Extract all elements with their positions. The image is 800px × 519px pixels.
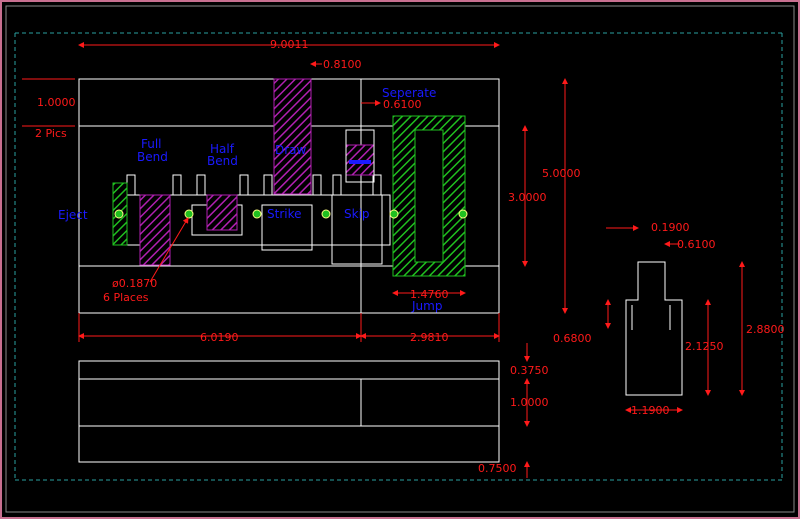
label-jump: Jump [411,299,442,313]
dim-detail-b: 0.6100 [677,238,716,251]
inner-border [5,5,795,513]
full-bend-part [139,194,171,266]
dim-side-mid: 1.0000 [510,396,549,409]
dim-jump-width: 1.4760 [410,288,449,301]
detail-part-outline [625,261,683,396]
label-strike: Strike [267,207,302,221]
label-half-bend-2: Bend [207,154,238,168]
dim-detail-d: 2.1250 [685,340,724,353]
dim-upper-count: 2 Pics [35,127,67,140]
label-eject: Eject [58,208,88,222]
dim-overall-height: 5.0000 [542,167,581,180]
dim-right-section: 2.9810 [410,331,449,344]
dim-detail-a: 0.1900 [651,221,690,234]
jump-part [392,115,466,277]
pilot-holes [114,209,468,219]
dim-left-section: 6.0190 [200,331,239,344]
dim-separate-slot: 0.6100 [383,98,422,111]
side-view [78,360,500,463]
label-draw: Draw [275,143,307,157]
label-skip: Skip [344,207,370,221]
dim-detail-c: 0.6800 [553,332,592,345]
hole-leader [149,217,189,283]
dim-upper-height: 1.0000 [37,96,76,109]
half-bend-part [206,194,238,231]
dim-hole-dia: ø0.1870 [112,277,157,290]
draw-part [273,78,312,195]
dim-overall-width: 9.0011 [270,38,309,51]
dim-detail-e: 2.8800 [746,323,785,336]
dim-side-bot: 0.7500 [478,462,517,475]
dim-detail-f: 1.1900 [631,404,670,417]
label-full-bend-1: Full [141,137,162,151]
separate-slot-outline [345,129,375,183]
label-separate: Seperate [382,86,436,100]
label-half-bend-1: Half [210,142,235,156]
dim-inner-height: 3.0000 [508,191,547,204]
label-full-bend-2: Bend [137,150,168,164]
dim-hole-count: 6 Places [103,291,149,304]
separate-slot-bar [349,160,371,164]
dim-side-top: 0.3750 [510,364,549,377]
dim-top-slot: 0.8100 [323,58,362,71]
